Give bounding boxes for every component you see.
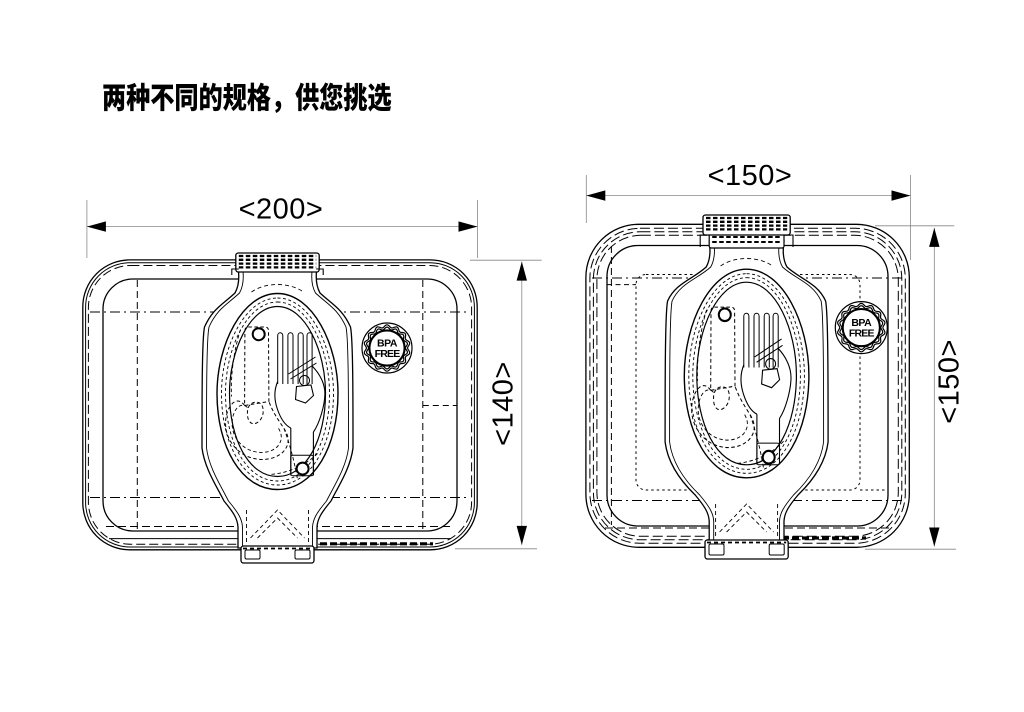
svg-text:FREE: FREE <box>849 328 875 340</box>
svg-text:BPA: BPA <box>851 317 872 329</box>
svg-text:<150>: <150> <box>934 339 966 424</box>
svg-text:FREE: FREE <box>375 348 401 360</box>
svg-text:<140>: <140> <box>488 361 520 446</box>
svg-text:<150>: <150> <box>708 160 793 192</box>
svg-text:<200>: <200> <box>239 194 324 226</box>
svg-text:BPA: BPA <box>377 338 398 350</box>
